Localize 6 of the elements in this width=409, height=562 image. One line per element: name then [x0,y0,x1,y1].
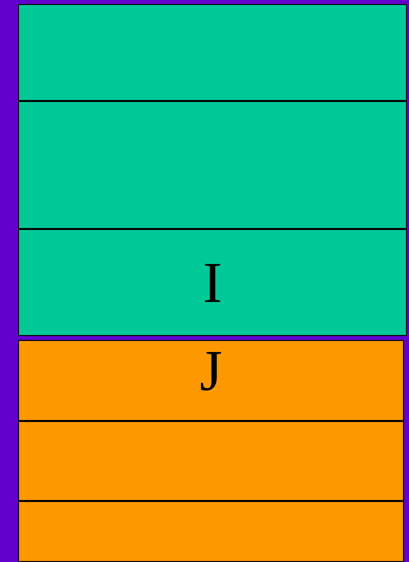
color-block [18,340,404,562]
band-label: J [200,341,222,401]
block-band [19,101,406,229]
band-label: I [202,253,222,313]
color-block [18,4,407,336]
block-band [19,421,403,501]
